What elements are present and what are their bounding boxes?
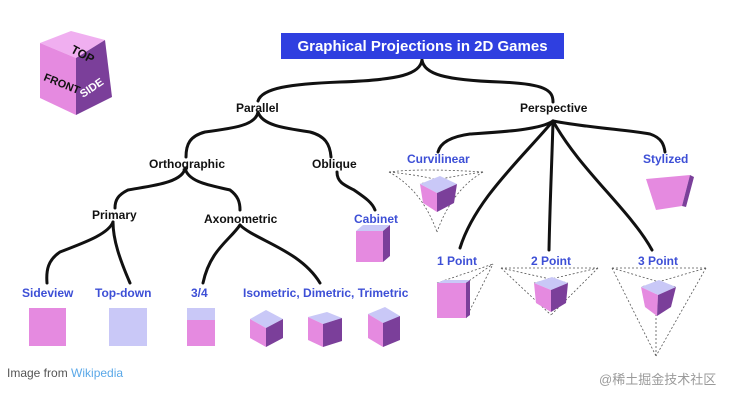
one-point-illustration [436,263,494,319]
branch-persp-curvilinear [436,119,555,154]
node-sideview: Sideview [22,286,74,300]
branch-title-perspective [420,58,555,104]
watermark: @稀土掘金技术社区 [599,372,717,387]
isometric-cube [250,310,283,347]
dimetric-cube [308,312,342,347]
stylized-illustration [646,175,694,210]
diagram-title: Graphical Projections in 2D Games [281,33,564,59]
wikipedia-link[interactable]: Wikipedia [71,366,124,380]
branch-persp-two-point [547,119,555,252]
node-curvilinear: Curvilinear [407,152,470,166]
curvilinear-illustration [388,169,484,233]
node-orthographic: Orthographic [149,157,226,171]
two-point-illustration [500,267,599,316]
three-quarter-block [187,308,215,346]
node-iso-di-tri: Isometric, Dimetric, Trimetric [243,286,409,300]
trimetric-cube [368,307,400,347]
node-cabinet: Cabinet [354,212,399,226]
branch-axono-threequarter [201,223,242,285]
branch-primary-topdown [111,220,132,285]
logo-cube-side-face [76,40,112,115]
node-primary: Primary [92,208,137,222]
branch-persp-stylized [551,119,667,154]
branch-persp-one-point [458,119,555,250]
tree-branches [45,58,667,285]
node-perspective: Perspective [520,101,588,115]
node-three-point: 3 Point [638,254,679,268]
cabinet-cube [356,225,390,262]
branch-persp-three-point [551,119,654,252]
three-point-illustration [611,267,707,357]
node-one-point: 1 Point [437,254,478,268]
sideview-square [29,308,66,346]
node-stylized: Stylized [643,152,689,166]
image-caption: Image from Wikipedia [7,366,123,380]
branch-parallel-orthographic [184,110,260,159]
logo-cube-top-face [40,31,105,58]
topdown-square [109,308,147,346]
node-axonometric: Axonometric [204,212,278,226]
branch-oblique-cabinet [335,170,377,212]
branch-primary-sideview [45,220,115,285]
branch-axono-iso [238,223,322,285]
branch-title-parallel [256,58,424,103]
logo-cube: TOP FRONT SIDE [40,31,112,115]
branch-ortho-primary [113,166,187,210]
caption-prefix: Image from [7,366,68,380]
branch-parallel-oblique [256,110,333,159]
node-two-point: 2 Point [531,254,572,268]
node-topdown: Top-down [95,286,152,300]
node-three-quarter: 3/4 [191,286,208,300]
branch-ortho-axonometric [183,166,242,212]
node-oblique: Oblique [312,157,357,171]
node-parallel: Parallel [236,101,279,115]
logo-cube-front-face [40,43,76,115]
